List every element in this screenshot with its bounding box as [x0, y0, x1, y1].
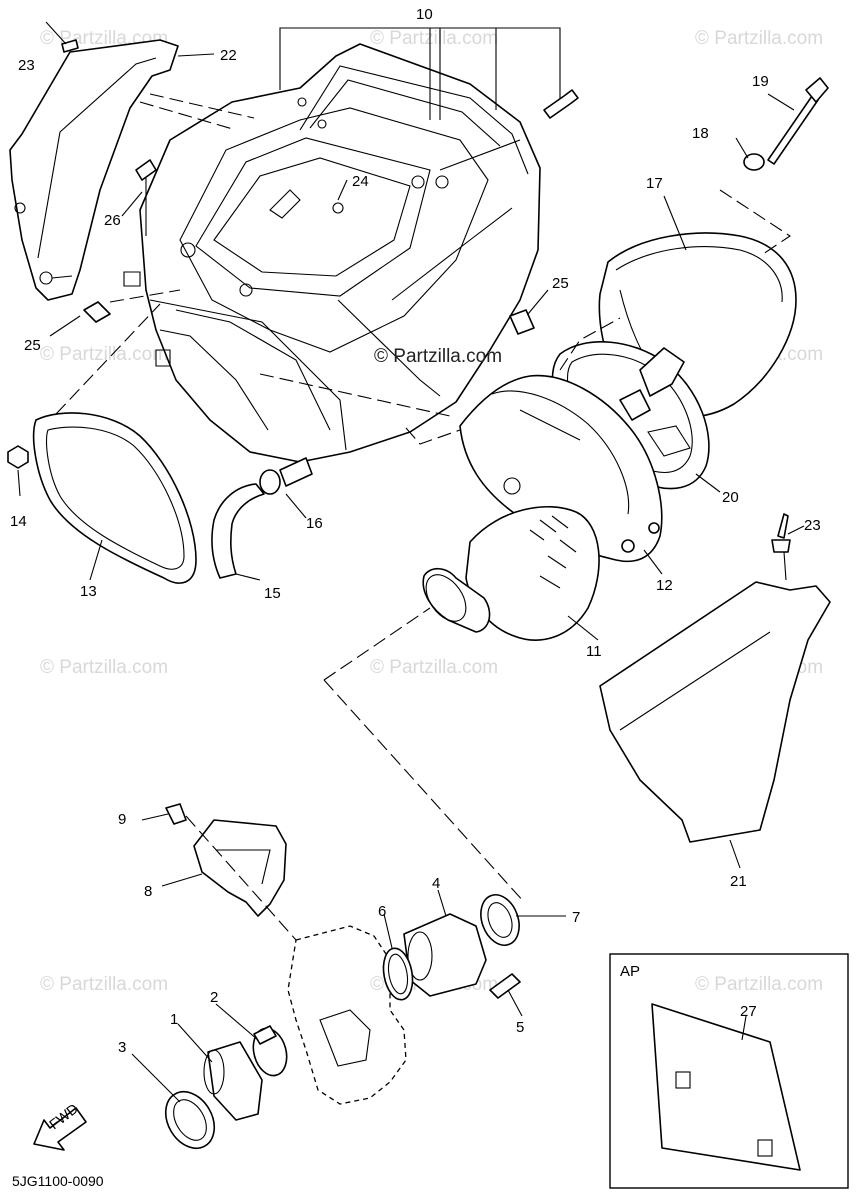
part-11-intake-boot[interactable]: [418, 506, 600, 641]
callout-2: 2: [210, 989, 218, 1006]
part-16-clamp[interactable]: [259, 457, 313, 495]
callout-25: 25: [552, 275, 569, 292]
callout-13: 13: [80, 583, 97, 600]
diagram-code: 5JG1100-0090: [12, 1173, 104, 1189]
part-23-bolt[interactable]: [45, 21, 79, 53]
watermark: © Partzilla.com: [370, 28, 498, 49]
air-box-bolt[interactable]: [543, 89, 579, 119]
part-21-side-cover[interactable]: [599, 581, 831, 843]
part-4-carb-joint[interactable]: [403, 913, 487, 997]
part-26-bolt[interactable]: [135, 159, 157, 236]
callout-25: 25: [24, 337, 41, 354]
callout-9: 9: [118, 811, 126, 828]
part-3-clamp[interactable]: [156, 1083, 224, 1157]
part-13-gasket[interactable]: [32, 412, 197, 584]
part-20-air-filter[interactable]: [551, 341, 710, 490]
callout-1: 1: [170, 1011, 178, 1028]
callout-8: 8: [144, 883, 152, 900]
callout-27: 27: [740, 1003, 757, 1020]
ap-box: AP: [609, 953, 849, 1189]
part-8-bracket[interactable]: [193, 819, 287, 917]
watermark: © Partzilla.com: [370, 657, 498, 678]
center-watermark: © Partzilla.com: [374, 346, 502, 367]
callout-15: 15: [264, 585, 281, 602]
part-5-bolt[interactable]: [489, 973, 521, 999]
fwd-arrow-icon: FWD: [33, 1100, 87, 1151]
part-12-filter-guide[interactable]: [459, 374, 663, 563]
part-23-rivet[interactable]: [771, 513, 791, 581]
part-1-joint[interactable]: [203, 1041, 263, 1121]
callout-16: 16: [306, 515, 323, 532]
part-9-bolt[interactable]: [165, 803, 187, 825]
part-14-nut[interactable]: [7, 445, 29, 469]
part-18-washer[interactable]: [743, 153, 765, 171]
callout-12: 12: [656, 577, 673, 594]
callout-10-bracket: [279, 27, 561, 120]
callout-23: 23: [18, 57, 35, 74]
callout-leaders: [17, 53, 805, 1103]
part-22-bracket[interactable]: [9, 39, 179, 301]
part-6-gasket[interactable]: [380, 946, 417, 1002]
engine-outline: [287, 925, 407, 1105]
part-2-clamp[interactable]: [248, 1025, 291, 1080]
part-27-sheet[interactable]: [651, 1003, 801, 1171]
callout-18: 18: [692, 125, 709, 142]
callout-26: 26: [104, 212, 121, 229]
callout-21: 21: [730, 873, 747, 890]
callout-19: 19: [752, 73, 769, 90]
callout-23: 23: [804, 517, 821, 534]
callout-5: 5: [516, 1019, 524, 1036]
callout-17: 17: [646, 175, 663, 192]
watermark: © Partzilla.com: [695, 974, 823, 995]
part-25-clip-right[interactable]: [509, 309, 535, 335]
callout-14: 14: [10, 513, 27, 530]
part-15-hose[interactable]: [211, 483, 265, 579]
watermark: © Partzilla.com: [695, 28, 823, 49]
ap-box-label: AP: [620, 963, 640, 980]
callout-11: 11: [586, 643, 602, 660]
callout-labels: 10 23 22 26 24 25 25 19 18 17 14 13 15 1…: [10, 6, 821, 1056]
callout-24: 24: [352, 173, 369, 190]
callout-6: 6: [378, 903, 386, 920]
callout-20: 20: [722, 489, 739, 506]
part-7-clamp[interactable]: [474, 889, 526, 950]
part-25-clip-left[interactable]: [83, 301, 111, 323]
watermark: © Partzilla.com: [40, 657, 168, 678]
assembly-lines: [55, 93, 791, 941]
watermark: © Partzilla.com: [40, 344, 168, 365]
callout-22: 22: [220, 47, 237, 64]
part-19-wing-bolt[interactable]: [767, 77, 829, 165]
watermark: © Partzilla.com: [40, 974, 168, 995]
callout-7: 7: [572, 909, 580, 926]
callout-3: 3: [118, 1039, 126, 1056]
callout-4: 4: [432, 875, 440, 892]
part-10-air-box[interactable]: [123, 43, 541, 463]
callout-10: 10: [416, 6, 433, 23]
